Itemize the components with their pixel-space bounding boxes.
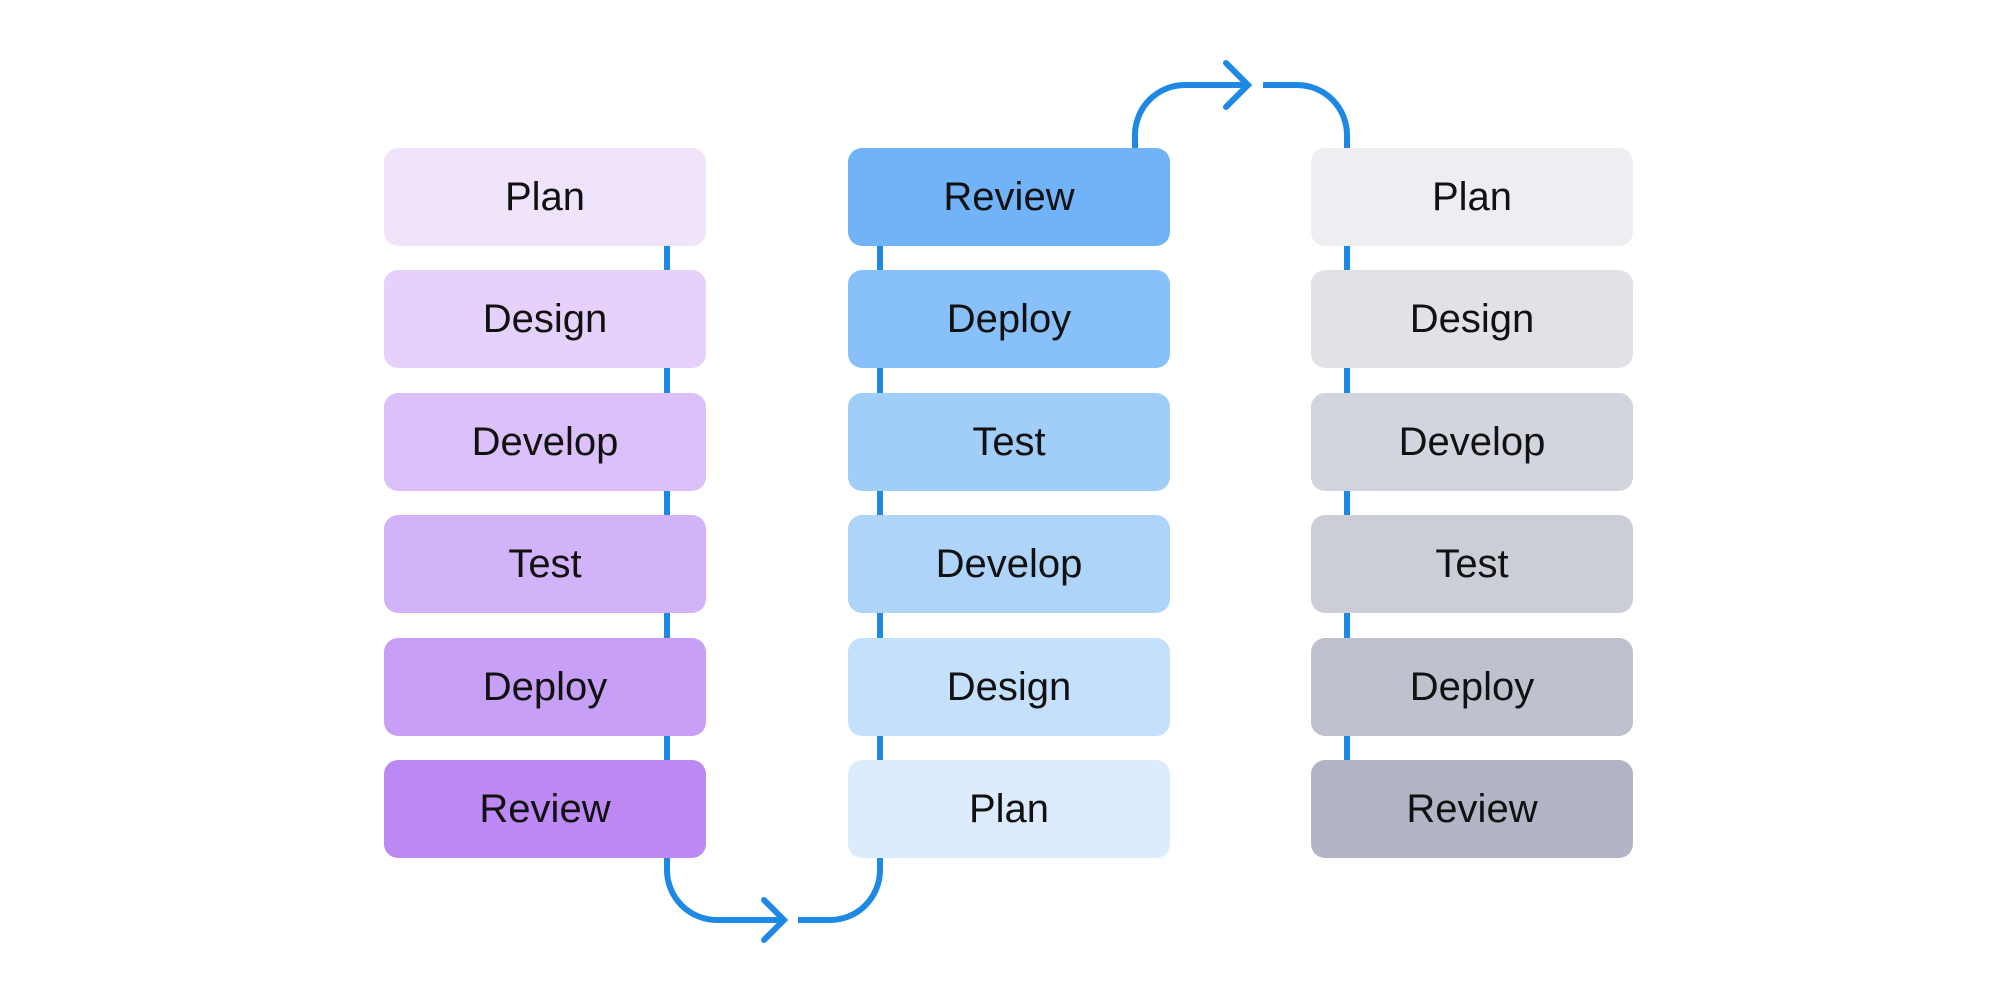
stage-box: Deploy — [1311, 638, 1633, 736]
bottom-connector-return — [798, 858, 883, 923]
stage-box: Review — [1311, 760, 1633, 858]
top-connector-return — [1263, 82, 1350, 148]
stage-box: Develop — [1311, 393, 1633, 491]
stage-box: Design — [384, 270, 706, 368]
stage-box: Test — [384, 515, 706, 613]
stage-box: Plan — [1311, 148, 1633, 246]
stage-box: Plan — [384, 148, 706, 246]
stage-box: Test — [1311, 515, 1633, 613]
stage-box: Plan — [848, 760, 1170, 858]
top-connector-curve — [1132, 82, 1246, 148]
top-arrow-icon — [1223, 60, 1253, 110]
stage-box: Design — [1311, 270, 1633, 368]
stage-box: Develop — [848, 515, 1170, 613]
stage-box: Test — [848, 393, 1170, 491]
stage-box: Deploy — [848, 270, 1170, 368]
stage-box: Deploy — [384, 638, 706, 736]
stage-box: Review — [384, 760, 706, 858]
stage-box: Review — [848, 148, 1170, 246]
stage-box: Develop — [384, 393, 706, 491]
stage-box: Design — [848, 638, 1170, 736]
bottom-connector-curve — [664, 858, 782, 923]
bottom-arrow-icon — [761, 897, 789, 943]
